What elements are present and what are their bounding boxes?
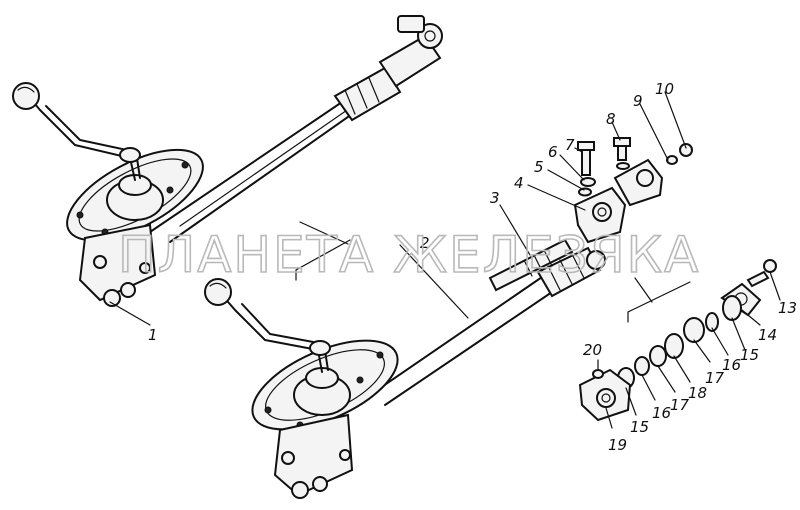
callout-14: 14 (758, 326, 777, 344)
callout-15-lower: 15 (630, 418, 649, 436)
callout-5: 5 (534, 158, 544, 176)
leader-lines (109, 91, 781, 429)
callout-13: 13 (778, 299, 797, 317)
callout-16-lower: 16 (652, 404, 671, 422)
watermark-text: ПЛАНЕТА ЖЕЛЕЗЯКА (118, 226, 700, 284)
callout-15-upper: 15 (740, 346, 759, 364)
callout-9: 9 (633, 92, 643, 110)
lower-housing (273, 367, 354, 499)
callout-17-upper: 17 (705, 369, 725, 387)
upper-housing (78, 174, 164, 307)
callout-10: 10 (655, 80, 674, 98)
callout-19: 19 (608, 436, 627, 454)
lower-gearshift-assembly (204, 246, 606, 499)
upper-shift-lever (12, 82, 141, 181)
callout-numbers: 1 2 3 4 5 6 7 8 9 10 13 14 15 16 17 18 2… (148, 80, 797, 454)
callout-17-lower: 17 (670, 396, 690, 414)
callout-2: 2 (420, 234, 430, 252)
exploded-parts (488, 137, 777, 422)
callout-1: 1 (148, 326, 158, 344)
callout-4: 4 (514, 174, 524, 192)
upper-rod-coupling (333, 15, 443, 122)
assembly-arrows (295, 221, 691, 323)
callout-8: 8 (606, 110, 616, 128)
callout-3: 3 (490, 189, 500, 207)
lower-shift-lever (204, 278, 331, 373)
spline-shaft (488, 238, 574, 292)
upper-gearshift-assembly (12, 15, 443, 307)
callout-18: 18 (688, 384, 707, 402)
callout-20: 20 (583, 341, 602, 359)
lower-rod-coupling (536, 246, 606, 298)
callout-7: 7 (565, 136, 575, 154)
callout-16-upper: 16 (722, 356, 741, 374)
callout-6: 6 (548, 143, 558, 161)
